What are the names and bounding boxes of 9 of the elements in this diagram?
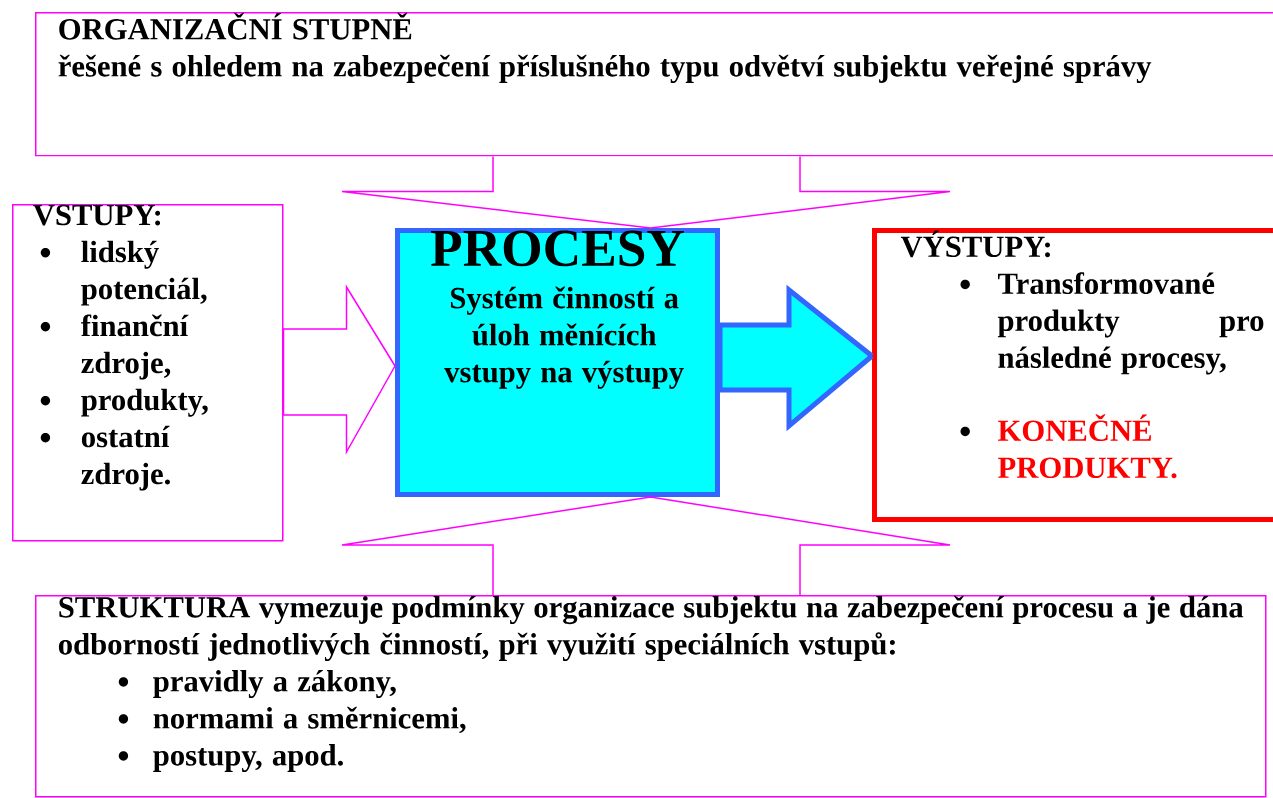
text-box: VÝSTUPY: Transformované produkty pro následné procesy, KONEČNÉ PRODUKTY. bbox=[872, 228, 1273, 522]
callout-pointer bbox=[341, 496, 951, 596]
process-box: PROCESY Systém činností a úloh měnících vstupy na výstupy bbox=[395, 228, 720, 497]
callout-pointer bbox=[341, 155, 951, 229]
text-box: STRUKTURA vymezuje podmínky organizace subjektu na zabezpečení procesu a je dána odborností jednotlivých činností, při využití speciálních vstupů: pravidly a zákony, normami a směrnicemi, postupy, apod. bbox=[35, 595, 1267, 798]
text-box: ORGANIZAČNÍ STUPNĚ řešené s ohledem na zabezpečení příslušného typu odvětví subjektu veřejné správy bbox=[35, 12, 1273, 157]
block-arrow bbox=[717, 284, 876, 432]
block-arrow bbox=[282, 284, 396, 455]
text-box: VSTUPY: lidský potenciál, finanční zdroje, produkty, ostatní zdroje. bbox=[12, 204, 284, 542]
